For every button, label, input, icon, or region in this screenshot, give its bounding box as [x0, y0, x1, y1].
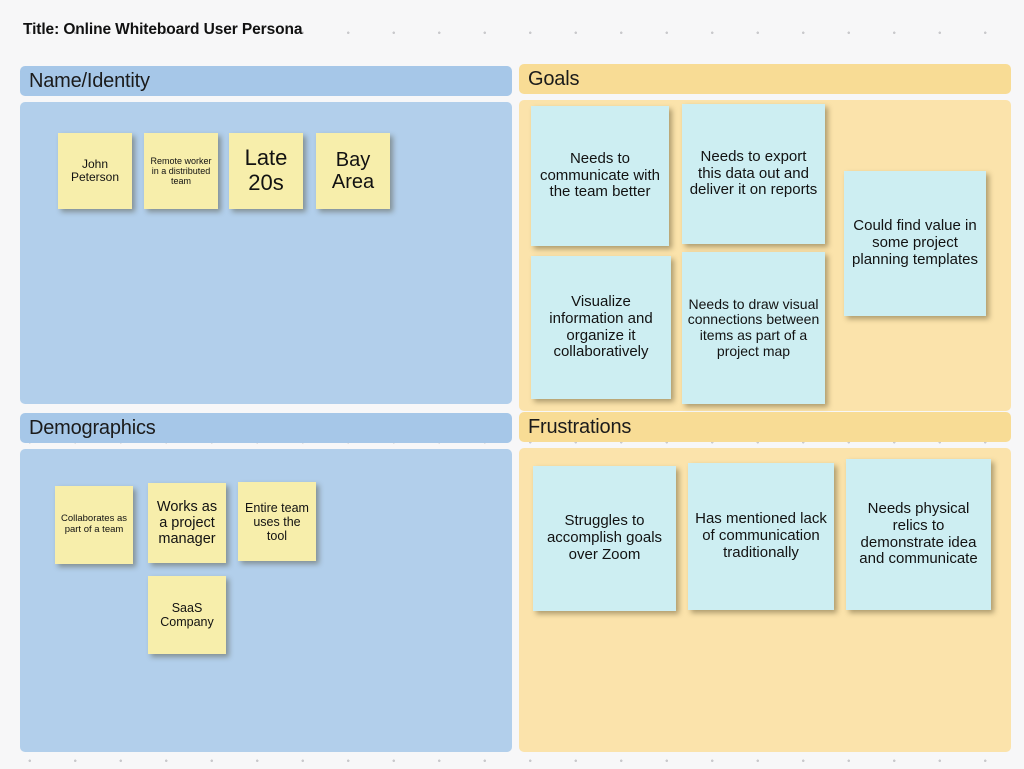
sticky-note[interactable]: Remote worker in a distributed team	[144, 133, 218, 209]
sticky-note-text: Entire team uses the tool	[245, 500, 309, 543]
panel-header-demographics[interactable]: Demographics	[20, 413, 512, 443]
sticky-note[interactable]: Needs to export this data out and delive…	[682, 104, 825, 244]
sticky-note-text: Could find value in some project plannin…	[852, 217, 978, 268]
panel-name-identity[interactable]: Name/Identity John Peterson Remote worke…	[20, 66, 512, 404]
sticky-note[interactable]: Visualize information and organize it co…	[531, 256, 671, 399]
sticky-note-text: Needs physical relics to demonstrate ide…	[859, 499, 978, 568]
sticky-note-text: Collaborates as part of a team	[60, 513, 127, 535]
sticky-note-text: Late 20s	[244, 145, 288, 195]
sticky-note-text: John Peterson	[70, 156, 120, 184]
sticky-note-text: Works as a project manager	[156, 498, 218, 548]
sticky-note[interactable]: Struggles to accomplish goals over Zoom	[533, 466, 676, 611]
sticky-note-text: Bay Area	[331, 148, 375, 193]
panel-body-demographics[interactable]: Collaborates as part of a team Works as …	[20, 449, 512, 752]
panel-demographics[interactable]: Demographics Collaborates as part of a t…	[20, 413, 512, 752]
sticky-note-text: SaaS Company	[160, 601, 214, 629]
sticky-note-text: Visualize information and organize it co…	[549, 292, 653, 361]
panel-body-name-identity[interactable]: John Peterson Remote worker in a distrib…	[20, 102, 512, 404]
sticky-note-text: Needs to draw visual connections between…	[687, 295, 820, 359]
panel-header-name-identity[interactable]: Name/Identity	[20, 66, 512, 96]
panel-frustrations[interactable]: Frustrations Struggles to accomplish goa…	[519, 412, 1011, 752]
sticky-note[interactable]: Late 20s	[229, 133, 303, 209]
sticky-note-text: Needs to export this data out and delive…	[689, 147, 818, 199]
sticky-note-text: Struggles to accomplish goals over Zoom	[546, 512, 663, 563]
panel-body-frustrations[interactable]: Struggles to accomplish goals over Zoom …	[519, 448, 1011, 752]
sticky-note[interactable]: Has mentioned lack of communication trad…	[688, 463, 834, 610]
panel-body-goals[interactable]: Needs to communicate with the team bette…	[519, 100, 1011, 411]
board-title: Title: Online Whiteboard User Persona	[23, 21, 303, 38]
sticky-note[interactable]: John Peterson	[58, 133, 132, 209]
sticky-note[interactable]: Needs to communicate with the team bette…	[531, 106, 669, 246]
sticky-note[interactable]: Works as a project manager	[148, 483, 226, 563]
panel-goals[interactable]: Goals Needs to communicate with the team…	[519, 64, 1011, 411]
sticky-note[interactable]: SaaS Company	[148, 576, 226, 654]
sticky-note-text: Remote worker in a distributed team	[150, 155, 212, 187]
panel-header-frustrations[interactable]: Frustrations	[519, 412, 1011, 442]
sticky-note[interactable]: Collaborates as part of a team	[55, 486, 133, 564]
sticky-note[interactable]: Entire team uses the tool	[238, 482, 316, 561]
sticky-note-text: Has mentioned lack of communication trad…	[695, 510, 827, 561]
panel-header-goals[interactable]: Goals	[519, 64, 1011, 94]
sticky-note-text: Needs to communicate with the team bette…	[539, 149, 661, 201]
sticky-note[interactable]: Needs to draw visual connections between…	[682, 252, 825, 404]
sticky-note[interactable]: Needs physical relics to demonstrate ide…	[846, 459, 991, 610]
sticky-note[interactable]: Bay Area	[316, 133, 390, 209]
sticky-note[interactable]: Could find value in some project plannin…	[844, 171, 986, 316]
